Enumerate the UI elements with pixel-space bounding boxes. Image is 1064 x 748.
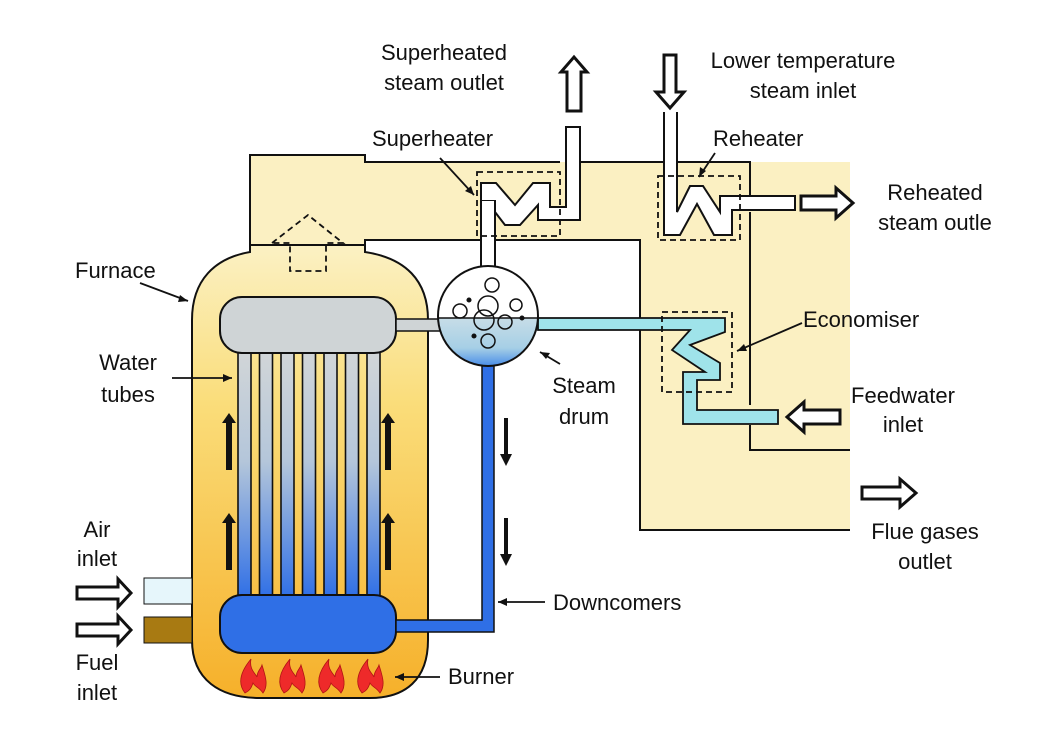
water-tube xyxy=(237,349,252,599)
reheated-outlet-arrow-icon xyxy=(799,184,856,222)
pointer-arrowheads xyxy=(178,167,747,681)
steam-drum-label-1: Steam xyxy=(552,373,616,398)
reheated-outlet-label-1: Reheated xyxy=(887,180,982,205)
air-inlet-duct xyxy=(143,577,193,605)
fuel-inlet-duct xyxy=(143,616,193,644)
superheated-outlet-label-1: Superheated xyxy=(381,40,507,65)
downcomers-label: Downcomers xyxy=(553,590,681,615)
flue-gas-duct xyxy=(250,155,850,530)
water-tube xyxy=(366,349,381,599)
water-tubes-label-2: tubes xyxy=(101,382,155,407)
superheated-outlet-label-2: steam outlet xyxy=(384,70,504,95)
burner-flames xyxy=(240,658,384,694)
upflow-arrows xyxy=(222,413,395,570)
flue-gas-outlet-arrow-icon xyxy=(860,475,919,511)
superheater-coil xyxy=(480,126,581,226)
superheater-box xyxy=(476,171,561,237)
air-inlet-label-2: inlet xyxy=(77,546,117,571)
downflow-arrows xyxy=(500,418,512,566)
flue-gas-duct-outline xyxy=(249,154,850,531)
flame-icon xyxy=(357,658,384,694)
riser-pipe xyxy=(395,318,441,332)
up-arrow-icon xyxy=(381,413,395,470)
steam-drum xyxy=(437,265,539,367)
superheater-label: Superheater xyxy=(372,126,493,151)
water-tube xyxy=(280,349,295,599)
reheater-label: Reheater xyxy=(713,126,804,151)
water-tube xyxy=(344,349,360,599)
reheated-outlet-label-2: steam outle xyxy=(878,210,992,235)
drum-to-superheater-pipe xyxy=(480,199,496,266)
up-arrow-icon xyxy=(222,413,236,470)
furnace-label: Furnace xyxy=(75,258,156,283)
flame-icon xyxy=(279,658,306,694)
lower-temp-inlet-label-1b: Lower temperature xyxy=(711,48,896,73)
steam-drum-label-2: drum xyxy=(559,404,609,429)
flame-icon xyxy=(318,658,345,694)
feedwater-inlet-arrow-icon xyxy=(784,398,842,436)
up-arrow-icon xyxy=(381,513,395,570)
lower-temp-inlet-label-2: steam inlet xyxy=(750,78,856,103)
lower-mud-drum xyxy=(219,594,397,654)
lower-temp-inlet-arrow-icon xyxy=(652,53,688,111)
water-tubes xyxy=(237,349,381,599)
air-inlet-arrow-icon xyxy=(75,575,134,611)
air-inlet-label-1: Air xyxy=(84,517,111,542)
steam-bubbles xyxy=(452,277,525,349)
fuel-inlet-label-1: Fuel xyxy=(76,650,119,675)
water-tube xyxy=(258,349,274,599)
burner-label: Burner xyxy=(448,664,514,689)
water-tube xyxy=(323,349,338,599)
flue-gases-outlet-label-2: outlet xyxy=(898,549,952,574)
down-arrow-icon xyxy=(500,518,512,566)
feedwater-inlet-label-2: inlet xyxy=(883,412,923,437)
reheater-coil xyxy=(663,112,796,236)
water-tubes-label-1: Water xyxy=(99,350,157,375)
economiser-label: Economiser xyxy=(803,307,919,332)
flue-gases-outlet-label-1: Flue gases xyxy=(871,519,979,544)
down-arrow-icon xyxy=(500,418,512,466)
feedwater-inlet-label-1: Feedwater xyxy=(851,383,955,408)
hot-gas-flow-arrow xyxy=(269,213,346,272)
superheated-outlet-arrow-icon xyxy=(557,54,591,113)
flame-icon xyxy=(240,658,267,694)
feedwater-pipe xyxy=(537,317,779,425)
fuel-inlet-label-2: inlet xyxy=(77,680,117,705)
up-arrow-icon xyxy=(222,513,236,570)
water-tube xyxy=(301,349,317,599)
fuel-inlet-arrow-icon xyxy=(75,612,134,648)
economiser-box xyxy=(661,311,733,393)
upper-header xyxy=(219,296,397,354)
